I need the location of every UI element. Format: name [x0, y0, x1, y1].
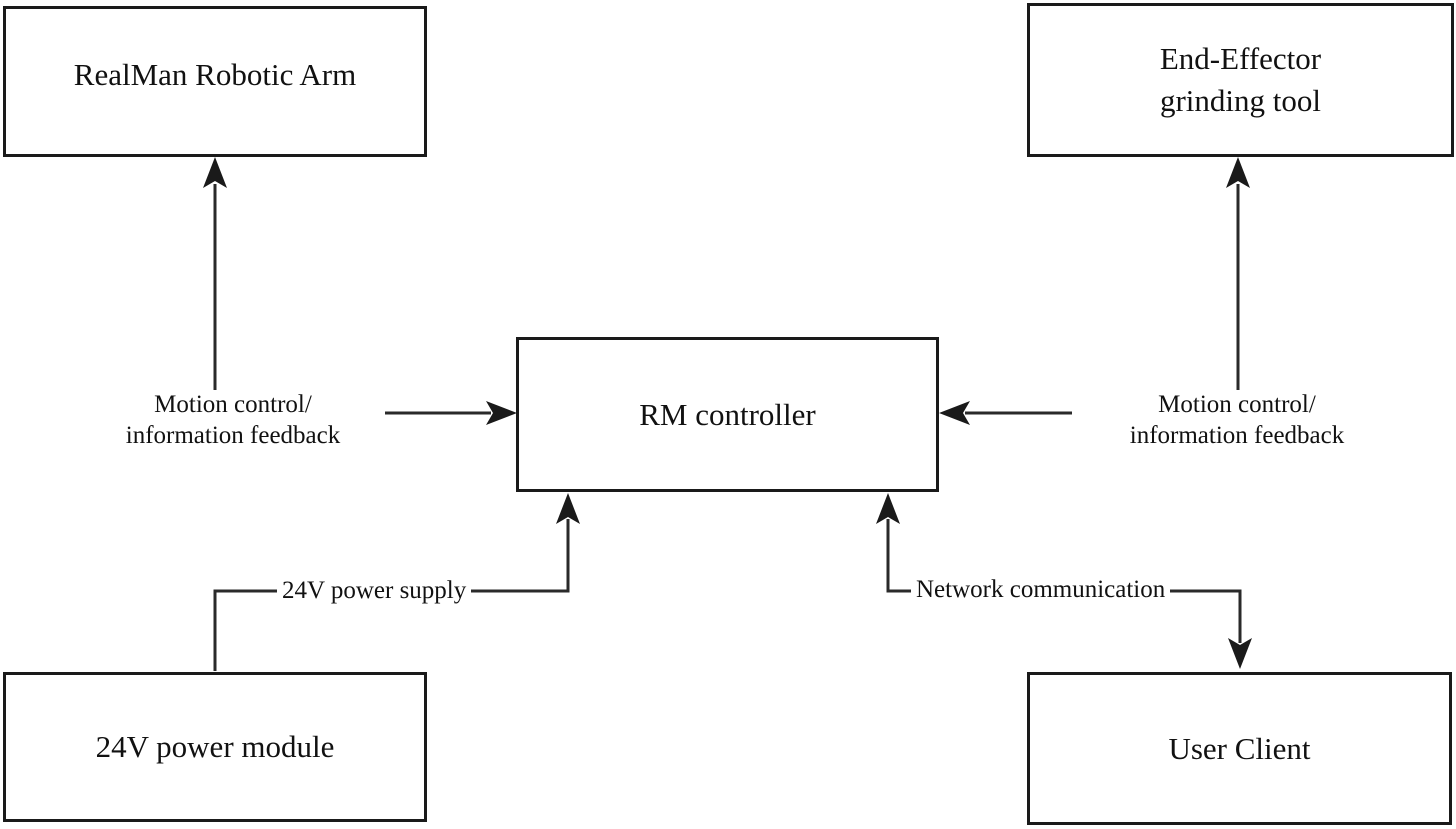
- arrow-motion-to-tool: [1226, 157, 1250, 390]
- node-label: RM controller: [639, 396, 816, 432]
- arrowhead-up-icon: [556, 493, 580, 524]
- node-label: User Client: [1168, 730, 1311, 766]
- arrowhead-right-icon: [486, 401, 517, 425]
- node-label-line2: grinding tool: [1159, 83, 1322, 118]
- node-user-client: User Client: [1027, 672, 1452, 825]
- edge-label-motion-right: Motion control/ information feedback: [1087, 389, 1387, 452]
- edge-label-line2: information feedback: [125, 422, 341, 450]
- edge-label-line1: Motion control/: [1158, 391, 1316, 418]
- node-rm-controller: RM controller: [516, 337, 939, 492]
- node-24v-power-module: 24V power module: [3, 672, 427, 822]
- edge-label-network: Network communication: [911, 574, 1171, 606]
- node-realman-robotic-arm: RealMan Robotic Arm: [3, 6, 427, 157]
- arrowhead-up-icon: [876, 493, 900, 524]
- arrow-motion-to-arm: [203, 157, 227, 390]
- node-label: 24V power module: [95, 729, 335, 765]
- arrow-motion-into-controller-left: [385, 401, 517, 425]
- node-label: RealMan Robotic Arm: [73, 56, 357, 92]
- arrowhead-up-icon: [1226, 157, 1250, 188]
- edge-label-line2: information feedback: [1129, 422, 1345, 450]
- edge-label-power-supply: 24V power supply: [277, 575, 472, 607]
- edge-label-line1: Motion control/: [154, 391, 312, 418]
- arrowhead-up-icon: [203, 157, 227, 188]
- node-end-effector-grinding-tool: End-Effector grinding tool: [1027, 3, 1454, 157]
- arrowhead-down-icon: [1228, 638, 1252, 669]
- arrow-motion-into-controller-right: [939, 401, 1072, 425]
- arrowhead-left-icon: [939, 401, 970, 425]
- node-label-line1: End-Effector: [1159, 41, 1322, 77]
- edge-label-motion-left: Motion control/ information feedback: [83, 389, 383, 452]
